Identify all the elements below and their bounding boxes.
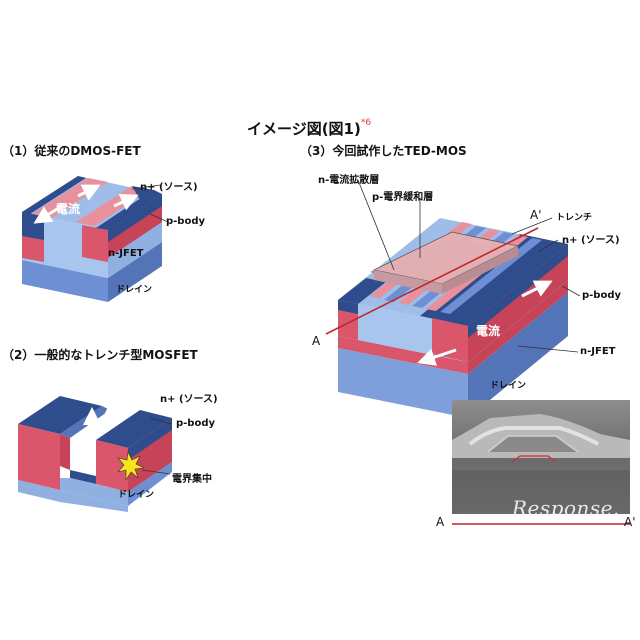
watermark: Response.	[512, 496, 620, 520]
spark-icon	[117, 450, 146, 482]
dmos-p-body-label: p-body	[166, 216, 206, 227]
cut-line-aa	[325, 227, 539, 335]
dmos-n-jfet-label: n-JFET	[108, 248, 144, 259]
dmos-current-label: 電流	[56, 202, 81, 216]
ted-current-label: 電流	[476, 324, 501, 338]
ted-n-spread-label: n-電流拡散層	[318, 175, 380, 186]
ted-n-plus-label: n+ (ソース)	[562, 235, 620, 246]
ted-drain-label: ドレイン	[490, 381, 527, 391]
section-2-heading: （2）一般的なトレンチ型MOSFET	[2, 348, 198, 362]
ted-trench-label: トレンチ	[556, 213, 593, 223]
trench-drain-label: ドレイン	[118, 490, 155, 500]
sem-a-label: A	[436, 515, 445, 529]
sem-image	[452, 400, 630, 525]
trench-p-body-label: p-body	[176, 418, 216, 429]
title-text: イメージ図(図1)	[247, 120, 361, 138]
dmos-n-plus-label: n+ (ソース)	[140, 182, 198, 193]
trench-current-label: 電流	[104, 395, 129, 409]
section-3-heading: （3）今回試作したTED-MOS	[300, 144, 467, 158]
trench-mosfet-diagram	[18, 396, 173, 512]
ted-a-prime-label: A'	[530, 208, 542, 222]
section-1-heading: （1）従来のDMOS-FET	[2, 144, 141, 158]
ted-a-label: A	[312, 334, 321, 348]
ted-p-relax-label: p-電界緩和層	[372, 192, 434, 203]
trench-n-plus-label: n+ (ソース)	[160, 394, 218, 405]
ted-mos-diagram	[325, 179, 581, 418]
dmos-drain-label: ドレイン	[116, 285, 153, 295]
page-title: イメージ図(図1)*6	[247, 118, 371, 139]
ted-p-body-label: p-body	[582, 290, 622, 301]
trench-field-label: 電界集中	[172, 474, 212, 485]
dmos-substrate-side	[108, 242, 162, 302]
sem-a-prime-label: A'	[624, 515, 636, 529]
dmos-substrate-front	[22, 260, 108, 302]
dmos-fet-diagram	[22, 176, 169, 302]
ted-n-jfet-label: n-JFET	[580, 346, 616, 357]
title-note: *6	[360, 118, 372, 128]
